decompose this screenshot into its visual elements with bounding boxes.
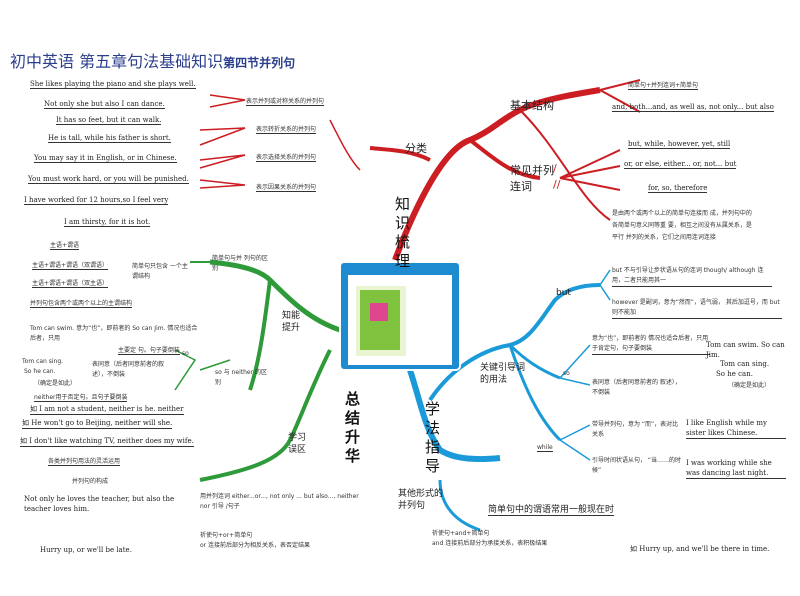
example-sentence: Tom can sing.: [22, 358, 64, 365]
neither-rule: neither用于否定句。且句子要倒装: [34, 394, 128, 402]
confirm-note: （确定是如此）: [34, 380, 77, 387]
pitfall-desc: 用并列连词 either...or..., not only ... but a…: [200, 493, 359, 510]
slash-mark: //: [553, 178, 561, 191]
branch-other-forms: 其他形式的并列句: [398, 489, 444, 511]
example-sentence: It has so feet, but it can walk.: [56, 116, 162, 125]
so-neither-diff: so 与 neither 的区别: [215, 369, 267, 386]
confirm-note: （确定是如此）: [728, 382, 771, 389]
branch-but: but: [556, 288, 571, 298]
conj-list: but, while, however, yet, still: [628, 140, 731, 149]
example-sentence: He is tall, while his father is short.: [48, 134, 171, 143]
page-title: 初中英语 第五章句法基础知识第四节并列句: [10, 52, 296, 71]
center-label-knowledge: 知识梳理: [395, 195, 411, 270]
branch-classify: 分类: [405, 142, 427, 155]
example-sentence: I am thirsty, for it is hot.: [64, 218, 151, 227]
example-sentence: Not only she but also I can dance.: [44, 100, 165, 109]
relation-label: 表示转折关系的并列句: [256, 126, 317, 134]
example-sentence: I have worked for 12 hours,so I feel ver…: [24, 196, 169, 205]
so-desc: 意为“也”，即前者的 情况也适合后者，只用 于肯定句，句子要倒装: [592, 334, 710, 355]
structure-item: 主语+谓语+谓语（双主语）: [32, 280, 109, 288]
example-sentence: You may say it in English, or in Chinese…: [34, 154, 177, 163]
branch-while: while: [537, 444, 553, 452]
imperative-or-desc: or 连接前后部分为相反关系，表否定结果: [200, 542, 311, 549]
branch-ability: 知能提升: [282, 311, 301, 333]
example-sentence: Tom can sing.: [720, 360, 770, 368]
example-sentence: So he can.: [716, 370, 753, 378]
while-contrast: 带导并列句，意为 “而”，表对比关系: [592, 421, 679, 438]
not-only-example: Not only he loves the teacher, but also …: [24, 495, 175, 513]
conj-list: for, so, therefore: [648, 184, 708, 193]
basic-structure-desc: 简单句+并列连词+简单句: [628, 82, 699, 90]
relation-label: 表示选择关系的并列句: [256, 154, 317, 162]
example-sentence: Tom can swim. So can Jim.: [706, 341, 785, 359]
flexible-usage: 各类并列句用法的灵活运用: [48, 458, 121, 466]
neither-example: 如 He won't go to Beijing, neither will s…: [22, 419, 173, 429]
neither-example: 如 I don't like watching TV, neither does…: [20, 437, 194, 447]
imperative-and: 祈使句+and+简单句: [432, 530, 490, 537]
while-time: 引导时间状语从句， “当……的时候”: [592, 457, 682, 474]
neither-example: 如 I am not a student, neither is he. nei…: [30, 405, 184, 415]
slash-mark: /: [553, 162, 557, 175]
while-example: I was working while she was dancing last…: [686, 458, 786, 479]
but-desc: but 不与引导让步状语从句的连词 though/ although 连用，二者…: [612, 266, 772, 287]
so-label: so: [182, 350, 189, 357]
center-label-summary: 总结升华: [345, 390, 361, 465]
definition-text: 是由两个或两个以上的简单句连接而 成，并列句中的 各简单句意义同等重 要，相互之…: [612, 210, 752, 241]
structure-item: 主语+谓语: [50, 242, 80, 250]
center-label-method: 学法指导: [425, 400, 441, 475]
branch-so: so: [563, 370, 570, 377]
example-sentence: You must work hard, or you will be punis…: [28, 175, 189, 184]
so-note: 主要定 句。句子要倒装: [118, 347, 180, 355]
imperative-and-desc: and 连接前后部分为承接关系，表积极结果: [432, 540, 548, 547]
branch-key-words: 关键引导词的用法: [480, 363, 526, 385]
relation-label: 表示并列或对称关系的并列句: [246, 98, 325, 106]
example-sentence: So he can.: [24, 368, 56, 375]
branch-study-pitfalls: 学习误区: [288, 433, 307, 455]
example-sentence: She likes playing the piano and she play…: [30, 80, 196, 89]
branch-basic-structure: 基本结构: [510, 99, 554, 112]
relation-label: 表示因果关系的并列句: [256, 184, 317, 192]
while-example: I like English while my sister likes Chi…: [686, 418, 786, 439]
conj-list: or, or else, either... or, not... but: [624, 160, 737, 169]
branch-common-conj: 常见并列连词: [510, 164, 554, 193]
imperative-or: 祈使句+or+简单句: [200, 532, 253, 539]
difference-label: 简单句与并 列句的区别: [212, 255, 268, 272]
example-sentence: 如 Hurry up, and we'll be there in time.: [630, 545, 770, 553]
structure-item: 主语+谓语+谓语（双谓语）: [32, 262, 109, 270]
tense-note: 简单句中的谓语常用一般现在时: [488, 502, 615, 516]
conj-list: and, both...and, as well as, not only...…: [612, 103, 774, 112]
example-sentence: Hurry up, or we'll be late.: [40, 546, 132, 554]
composition: 并列句的构成: [72, 478, 109, 485]
however-desc: however 是副词，意为“然而”，语气弱， 其后加逗号，而 but 则不能加: [612, 298, 782, 319]
structure-item: 并列句包含两个或两个以上的主谓结构: [30, 300, 133, 308]
so-example: Tom can swim. 意为“也”，即前者的 So can Jim. 情况也…: [30, 325, 198, 342]
agree-note: 表同意（后者同意前者的 叙述），不倒装: [592, 379, 681, 396]
agree-note: 表同意（后者同意前者的叙述），不倒装: [92, 361, 165, 378]
simple-sentence-note: 简单句只包含 一个主谓结构: [132, 263, 188, 280]
